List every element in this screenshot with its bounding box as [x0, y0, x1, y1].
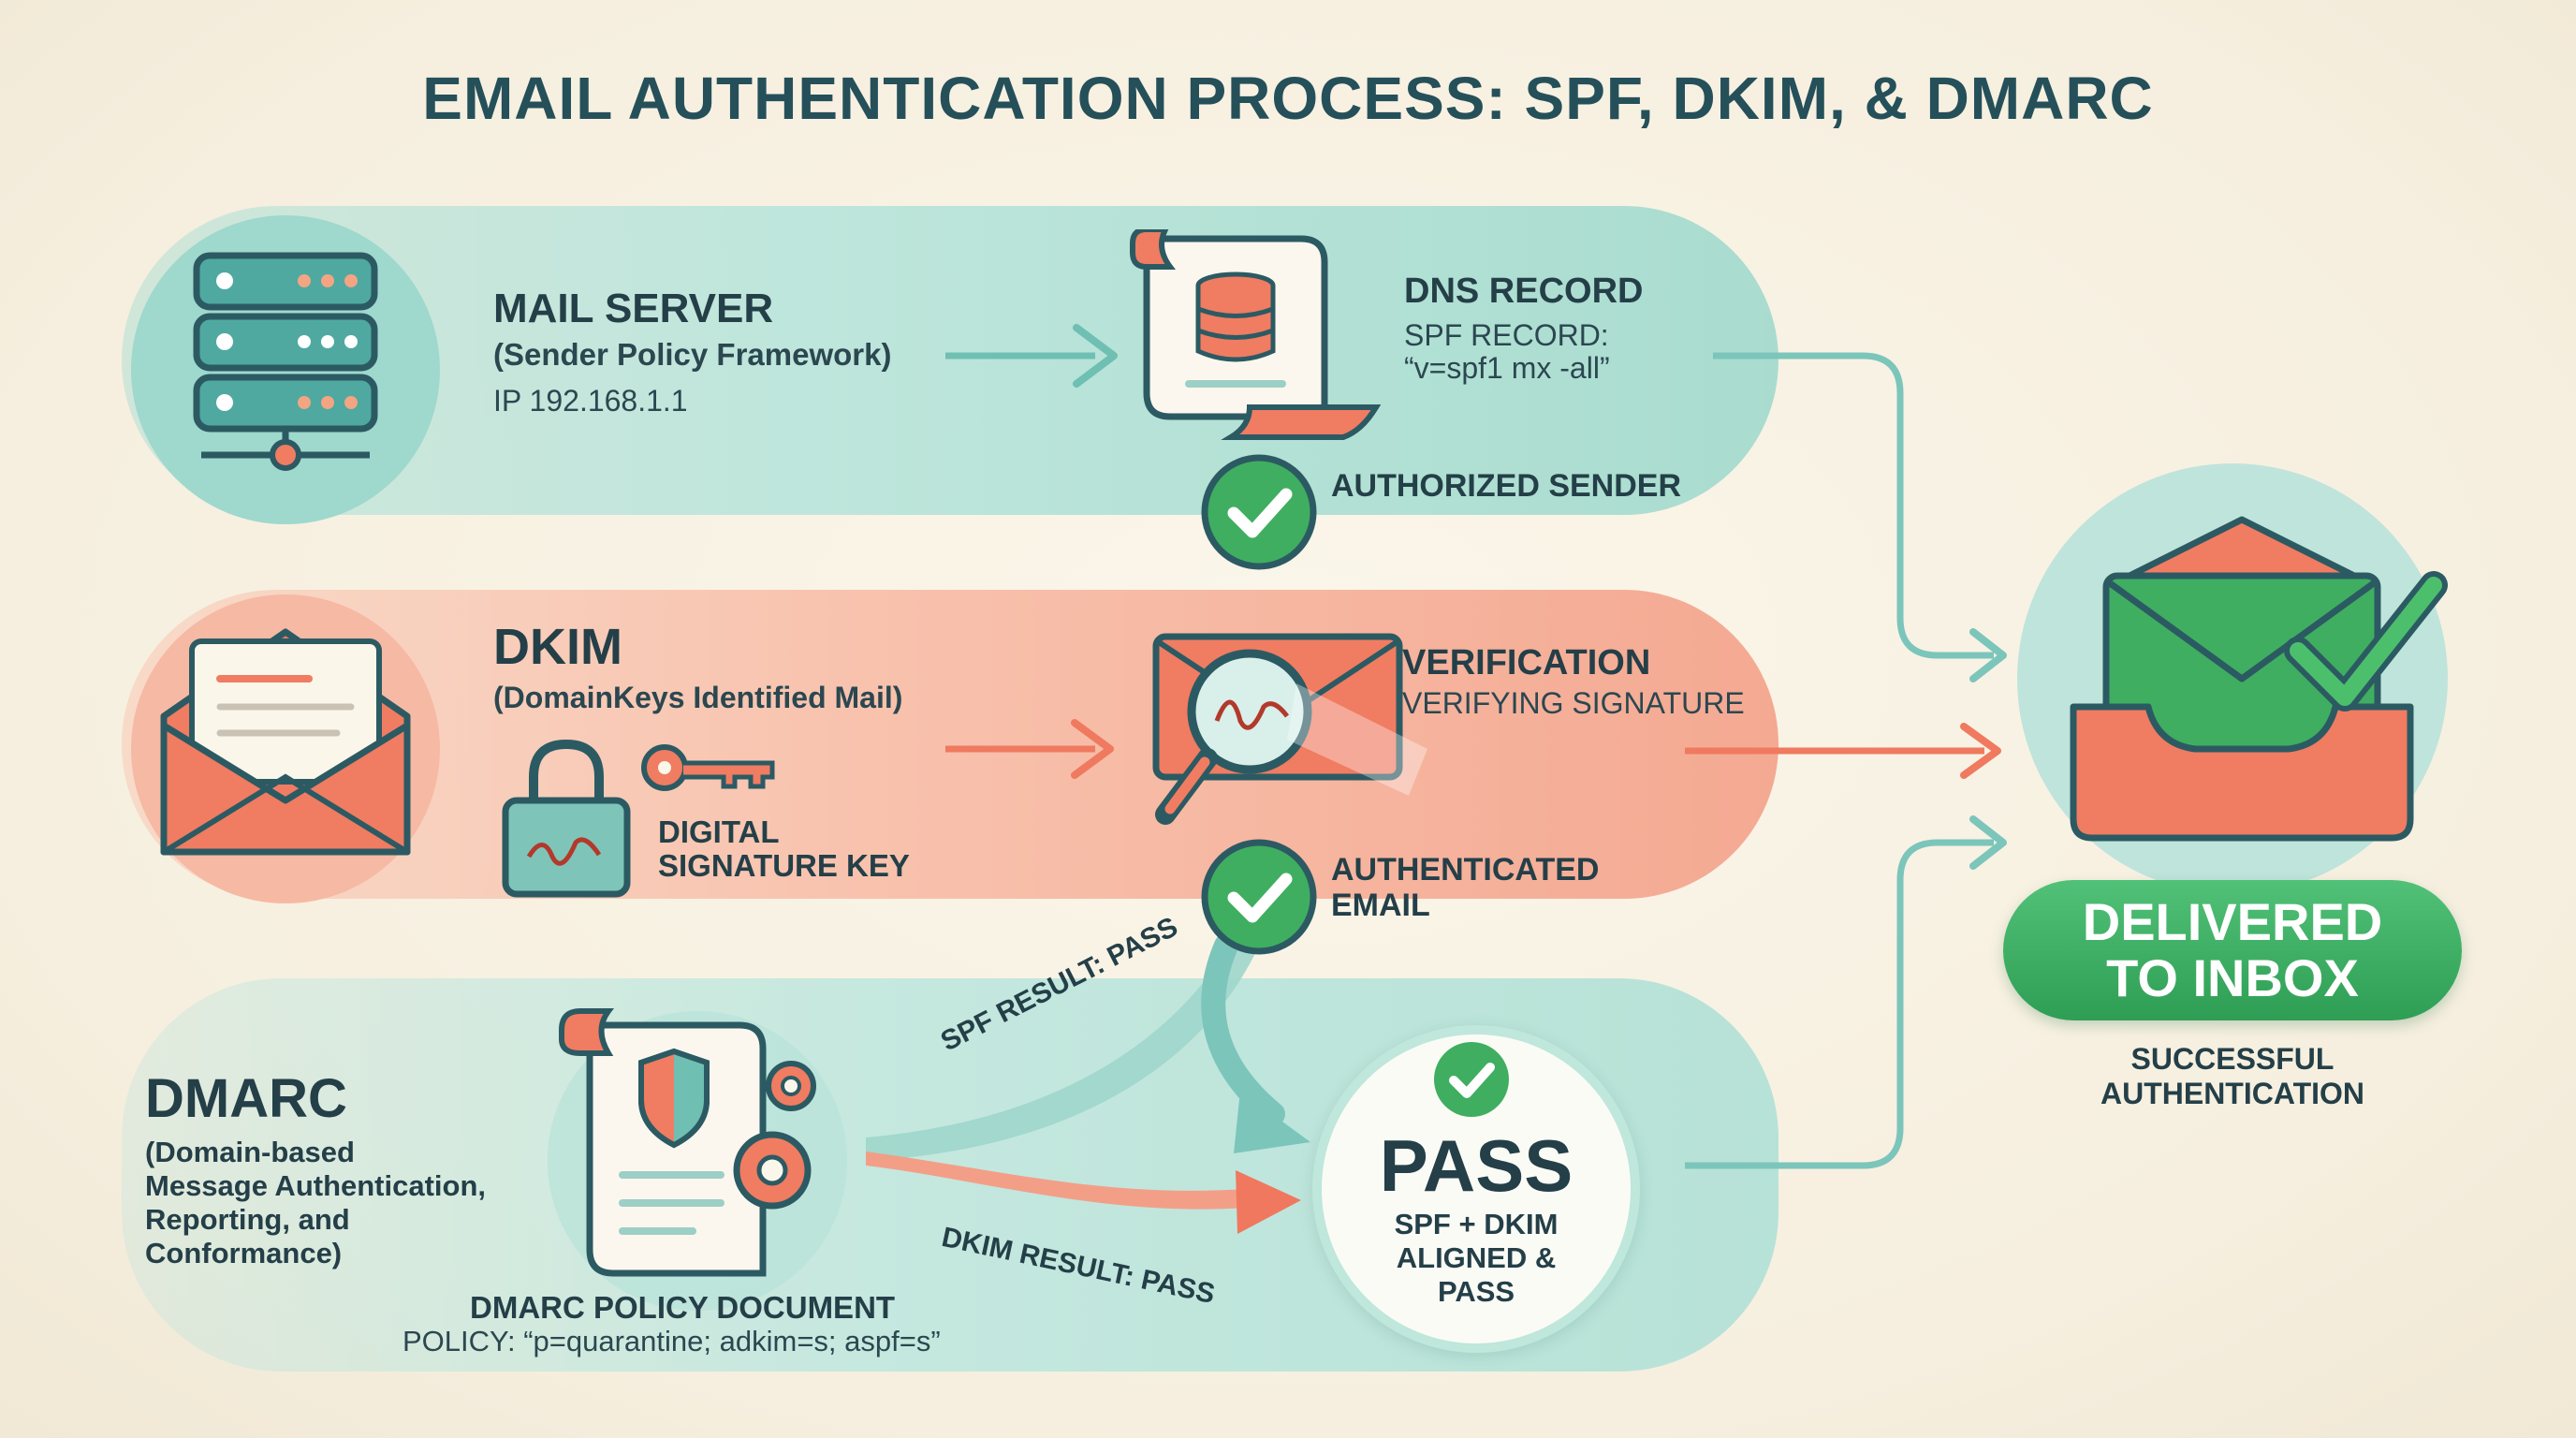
- server-icon: [193, 252, 378, 471]
- verification-magnifier-icon: [1152, 633, 1427, 825]
- dkim-arrow: [945, 719, 1114, 779]
- successful-auth-line-2: AUTHENTICATION: [2100, 1077, 2365, 1110]
- mail-server-subheading: (Sender Policy Framework): [493, 337, 892, 372]
- authenticated-label-1: AUTHENTICATED: [1331, 852, 1600, 888]
- spf-result-swoosh: [866, 927, 1259, 1161]
- dmarc-policy-text: POLICY: “p=quarantine; adkim=s; aspf=s”: [402, 1325, 941, 1357]
- lock-key-icon: [502, 739, 775, 898]
- authenticated-check-icon: [1201, 839, 1317, 955]
- delivered-line-1: DELIVERED: [2082, 892, 2383, 951]
- dmarc-heading: DMARC: [145, 1068, 347, 1129]
- authorized-sender-label: AUTHORIZED SENDER: [1331, 468, 1682, 504]
- inbox-tray-icon: [2070, 516, 2448, 842]
- dns-record-heading: DNS RECORD: [1404, 271, 1644, 311]
- pass-line-2: ALIGNED &: [1396, 1241, 1557, 1274]
- envelope-icon: [160, 628, 411, 856]
- dns-record-icon: [1130, 229, 1382, 440]
- spf-record-value: “v=spf1 mx -all”: [1404, 351, 1610, 385]
- spf-to-inbox-arrow: [1713, 352, 2007, 682]
- pass-to-inbox-arrow: [1685, 815, 2007, 1169]
- pass-line-1: SPF + DKIM: [1394, 1208, 1559, 1240]
- mail-server-heading: MAIL SERVER: [493, 286, 774, 331]
- authorized-check-icon: [1201, 454, 1317, 570]
- dmarc-sub-3: Reporting, and: [145, 1203, 350, 1236]
- page-title: EMAIL AUTHENTICATION PROCESS: SPF, DKIM,…: [422, 65, 2154, 132]
- delivered-line-2: TO INBOX: [2106, 948, 2359, 1007]
- mail-server-ip: IP 192.168.1.1: [493, 384, 688, 418]
- verifying-signature-text: VERIFYING SIGNATURE: [1402, 686, 1745, 720]
- signature-key-label-1: DIGITAL: [658, 814, 780, 849]
- dmarc-sub-4: Conformance): [145, 1237, 343, 1269]
- successful-auth-line-1: SUCCESSFUL: [2130, 1042, 2334, 1076]
- spf-arrow: [945, 324, 1118, 388]
- dkim-subheading: (DomainKeys Identified Mail): [493, 681, 903, 714]
- dkim-result-swoosh: [866, 1152, 1301, 1234]
- dmarc-sub-1: (Domain-based: [145, 1136, 355, 1168]
- delivered-to-inbox-badge: DELIVERED TO INBOX: [2003, 880, 2462, 1020]
- pass-title: PASS: [1379, 1124, 1573, 1207]
- dmarc-policy-document-icon: [559, 1008, 816, 1277]
- authenticated-label-2: EMAIL: [1331, 888, 1430, 923]
- dmarc-doc-label: DMARC POLICY DOCUMENT: [470, 1290, 896, 1325]
- dkim-heading: DKIM: [493, 619, 622, 675]
- pass-check-icon: [1434, 1042, 1509, 1117]
- pass-line-3: PASS: [1437, 1275, 1515, 1308]
- signature-key-label-2: SIGNATURE KEY: [658, 848, 910, 883]
- spf-record-label: SPF RECORD:: [1404, 318, 1609, 352]
- auth-to-pass-arrow: [1201, 933, 1310, 1153]
- dkim-to-inbox-arrow: [1685, 723, 2001, 779]
- dmarc-sub-2: Message Authentication,: [145, 1169, 487, 1202]
- verification-heading: VERIFICATION: [1402, 643, 1651, 682]
